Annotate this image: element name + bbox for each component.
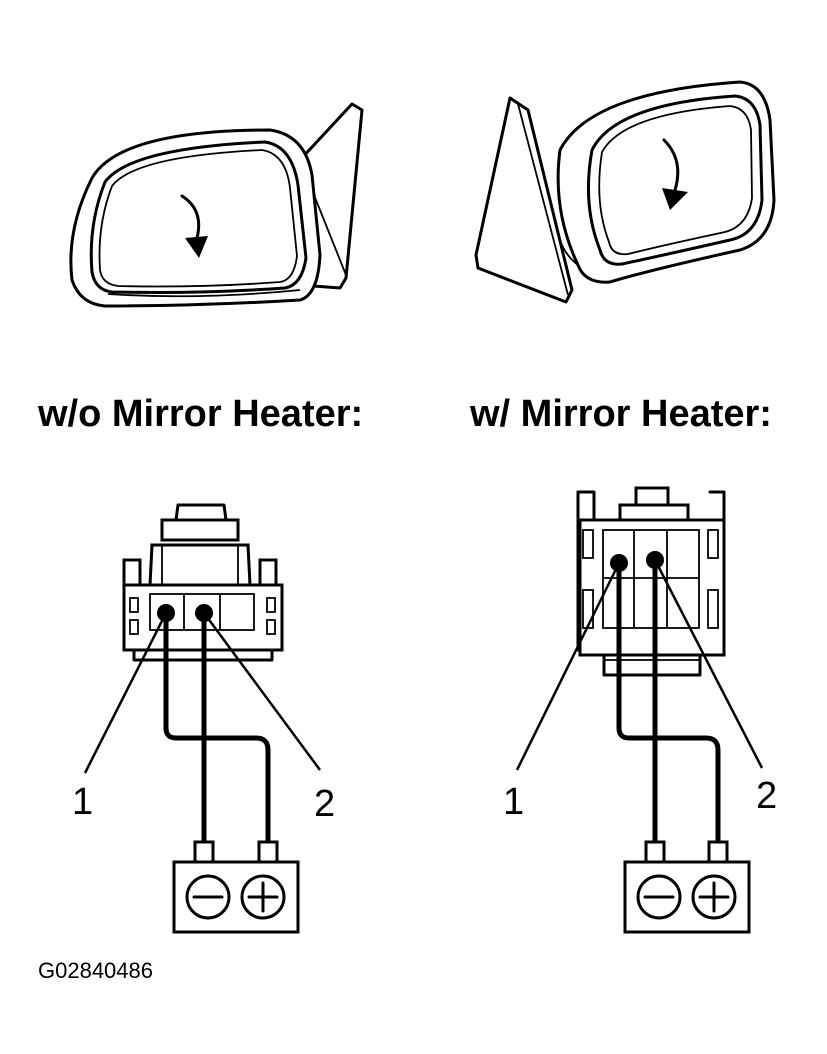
right-wire-terminal-1 xyxy=(616,563,721,850)
right-callout-2: 2 xyxy=(756,775,778,817)
left-battery-negative-icon xyxy=(185,874,231,920)
left-callout-2: 2 xyxy=(314,783,336,825)
right-tilt-arrowhead xyxy=(662,188,688,210)
left-mirror-housing xyxy=(69,128,322,308)
left-tilt-arrowhead xyxy=(185,236,208,258)
right-mirror-mount xyxy=(474,96,574,304)
left-leader-1 xyxy=(83,612,168,774)
figure-id: G02840486 xyxy=(38,958,153,983)
left-tilt-arrow xyxy=(180,194,201,240)
left-mirror-illustration xyxy=(69,102,364,308)
right-tilt-arrow xyxy=(662,138,680,192)
right-callout-1: 1 xyxy=(503,781,525,823)
right-battery-negative-icon xyxy=(636,874,682,920)
left-callout-1: 1 xyxy=(72,781,94,823)
right-leader-1 xyxy=(515,562,621,771)
left-wire-terminal-1 xyxy=(163,613,271,850)
heading-without-mirror-heater: w/o Mirror Heater: xyxy=(38,393,364,435)
left-leader-2 xyxy=(202,612,322,771)
right-mirror-illustration xyxy=(474,80,776,304)
right-battery-positive-icon xyxy=(691,874,737,920)
right-battery xyxy=(623,840,751,934)
right-leader-2 xyxy=(653,559,764,769)
heading-with-mirror-heater: w/ Mirror Heater: xyxy=(470,393,772,435)
right-connector xyxy=(576,486,726,677)
left-battery xyxy=(172,840,300,934)
right-mirror-housing xyxy=(556,80,776,284)
left-battery-positive-icon xyxy=(240,874,286,920)
